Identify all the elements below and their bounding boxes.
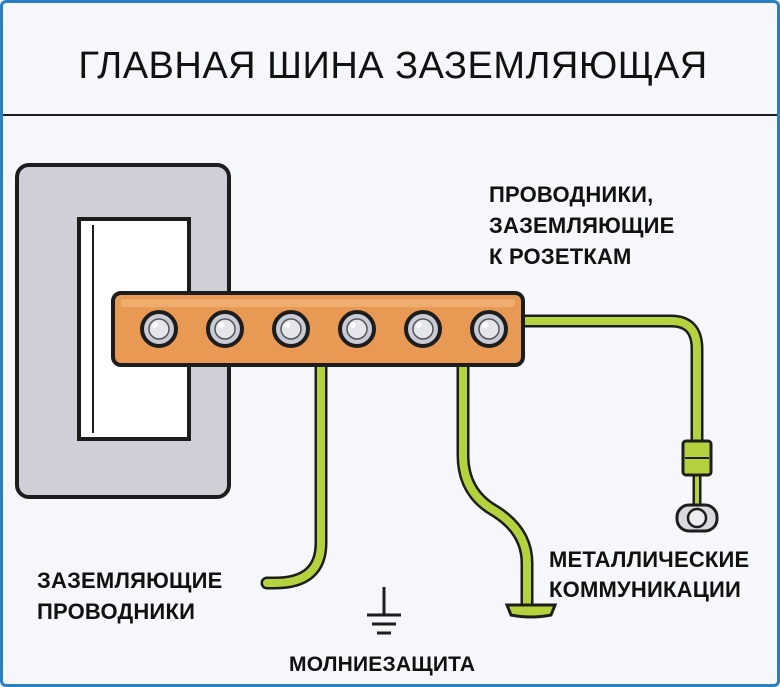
terminal-bolt bbox=[470, 310, 508, 348]
metal-label-line-2: КОММУНИКАЦИИ bbox=[549, 577, 741, 602]
wires bbox=[260, 314, 704, 619]
terminal-bolt bbox=[272, 310, 310, 348]
lightning-wire-foot bbox=[504, 603, 558, 619]
utility-wire bbox=[506, 314, 704, 450]
metal-utilities-label: МЕТАЛЛИЧЕСКИЕ КОММУНИКАЦИИ bbox=[549, 545, 777, 605]
ground-symbol-icon bbox=[367, 587, 401, 635]
outlet-label-line-2: ЗАЗЕМЛЯЮЩИЕ bbox=[489, 213, 675, 238]
terminal-bolt bbox=[404, 310, 442, 348]
utility-clamp bbox=[675, 439, 719, 533]
busbar-terminals bbox=[140, 310, 508, 348]
terminal-bolt bbox=[206, 310, 244, 348]
lightning-protection-label: МОЛНИЕЗАЩИТА bbox=[289, 653, 476, 676]
page-title: ГЛАВНАЯ ШИНА ЗАЗЕМЛЯЮЩАЯ bbox=[78, 45, 708, 87]
outlet-conductors-label: ПРОВОДНИКИ, ЗАЗЕМЛЯЮЩИЕ К РОЗЕТКАМ bbox=[489, 179, 749, 272]
terminal-bolt bbox=[140, 310, 178, 348]
outlet-label-line-3: К РОЗЕТКАМ bbox=[489, 244, 632, 269]
grounding-wire bbox=[260, 352, 328, 590]
ground-label-line-1: ЗАЗЕМЛЯЮЩИЕ bbox=[37, 568, 223, 593]
outlet-label-line-1: ПРОВОДНИКИ, bbox=[489, 182, 654, 207]
ground-label-line-2: ПРОВОДНИКИ bbox=[37, 599, 196, 624]
grounding-diagram bbox=[3, 114, 777, 635]
grounding-conductors-label: ЗАЗЕМЛЯЮЩИЕ ПРОВОДНИКИ bbox=[37, 565, 267, 627]
terminal-bolt bbox=[338, 310, 376, 348]
metal-label-line-1: МЕТАЛЛИЧЕСКИЕ bbox=[549, 547, 750, 572]
